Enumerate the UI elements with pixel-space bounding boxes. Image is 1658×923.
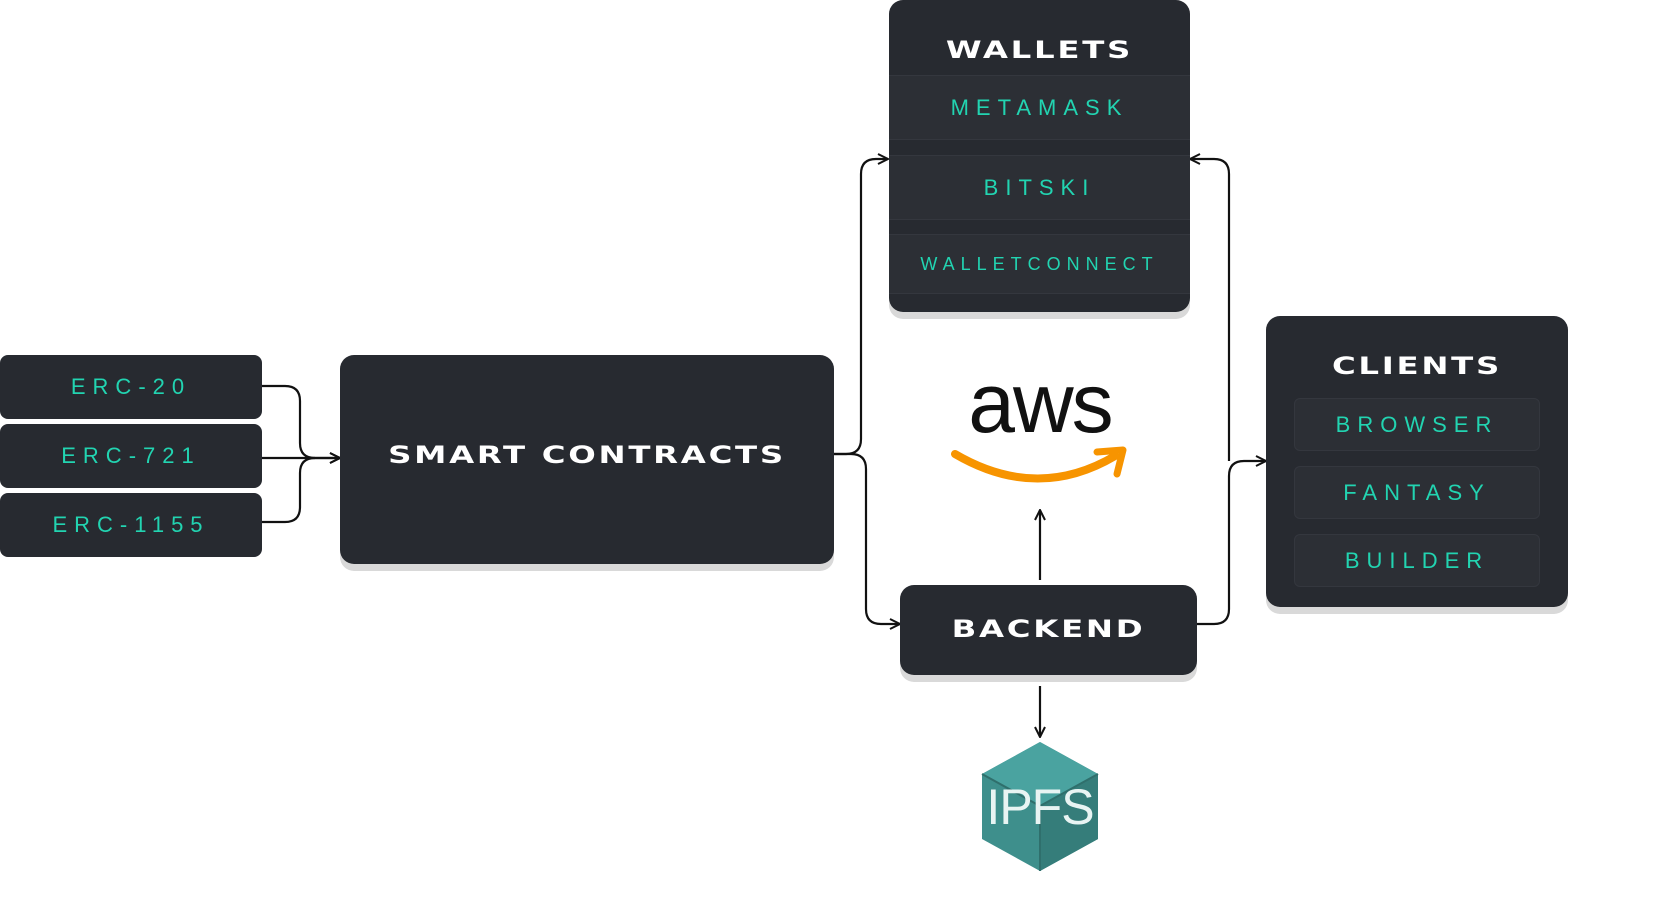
arrow-erc1155-to-contracts — [262, 456, 316, 524]
wallet-item-metamask: METAMASK — [889, 75, 1190, 140]
erc-20-label: ERC-20 — [70, 374, 192, 399]
smart-contracts-title: SMART CONTRACTS — [388, 441, 786, 469]
aws-logo: aws — [945, 358, 1135, 493]
client-item-label: BUILDER — [1344, 547, 1490, 573]
erc-1155-label: ERC-1155 — [52, 512, 210, 537]
arrow-clients-to-wallets — [1190, 159, 1231, 461]
wallet-item-bitski: BITSKI — [889, 155, 1190, 220]
erc-721-box: ERC-721 — [0, 424, 262, 488]
wallet-item-label: BITSKI — [983, 174, 1096, 200]
smart-contracts-box: SMART CONTRACTS — [340, 355, 834, 564]
wallet-item-walletconnect: WALLETCONNECT — [889, 234, 1190, 294]
arrow-contracts-to-backend — [834, 452, 900, 624]
aws-wordmark: aws — [968, 356, 1113, 450]
erc-20-box: ERC-20 — [0, 355, 262, 419]
erc-1155-box: ERC-1155 — [0, 493, 262, 557]
erc-721-label: ERC-721 — [61, 443, 201, 468]
wallet-item-label: WALLETCONNECT — [920, 253, 1159, 274]
wallets-box: WALLETS METAMASK BITSKI WALLETCONNECT — [889, 0, 1190, 312]
ipfs-cube-icon — [981, 742, 1099, 871]
arrow-contracts-to-wallets — [834, 159, 888, 456]
ipfs-logo: IPFS — [980, 740, 1100, 873]
arrow-backend-to-clients — [1197, 461, 1266, 626]
clients-box: CLIENTS BROWSER FANTASY BUILDER — [1266, 316, 1568, 607]
backend-box: BACKEND — [900, 585, 1197, 675]
client-item-label: FANTASY — [1343, 479, 1491, 505]
client-item-builder: BUILDER — [1294, 534, 1540, 587]
backend-title: BACKEND — [951, 615, 1146, 643]
wallets-title: WALLETS — [945, 36, 1134, 64]
wallet-item-label: METAMASK — [950, 94, 1129, 120]
client-item-fantasy: FANTASY — [1294, 466, 1540, 519]
ipfs-label: IPFS — [986, 779, 1094, 835]
clients-title: CLIENTS — [1331, 352, 1503, 380]
client-item-label: BROWSER — [1335, 411, 1499, 437]
aws-smile-icon — [951, 446, 1127, 483]
client-item-browser: BROWSER — [1294, 398, 1540, 451]
